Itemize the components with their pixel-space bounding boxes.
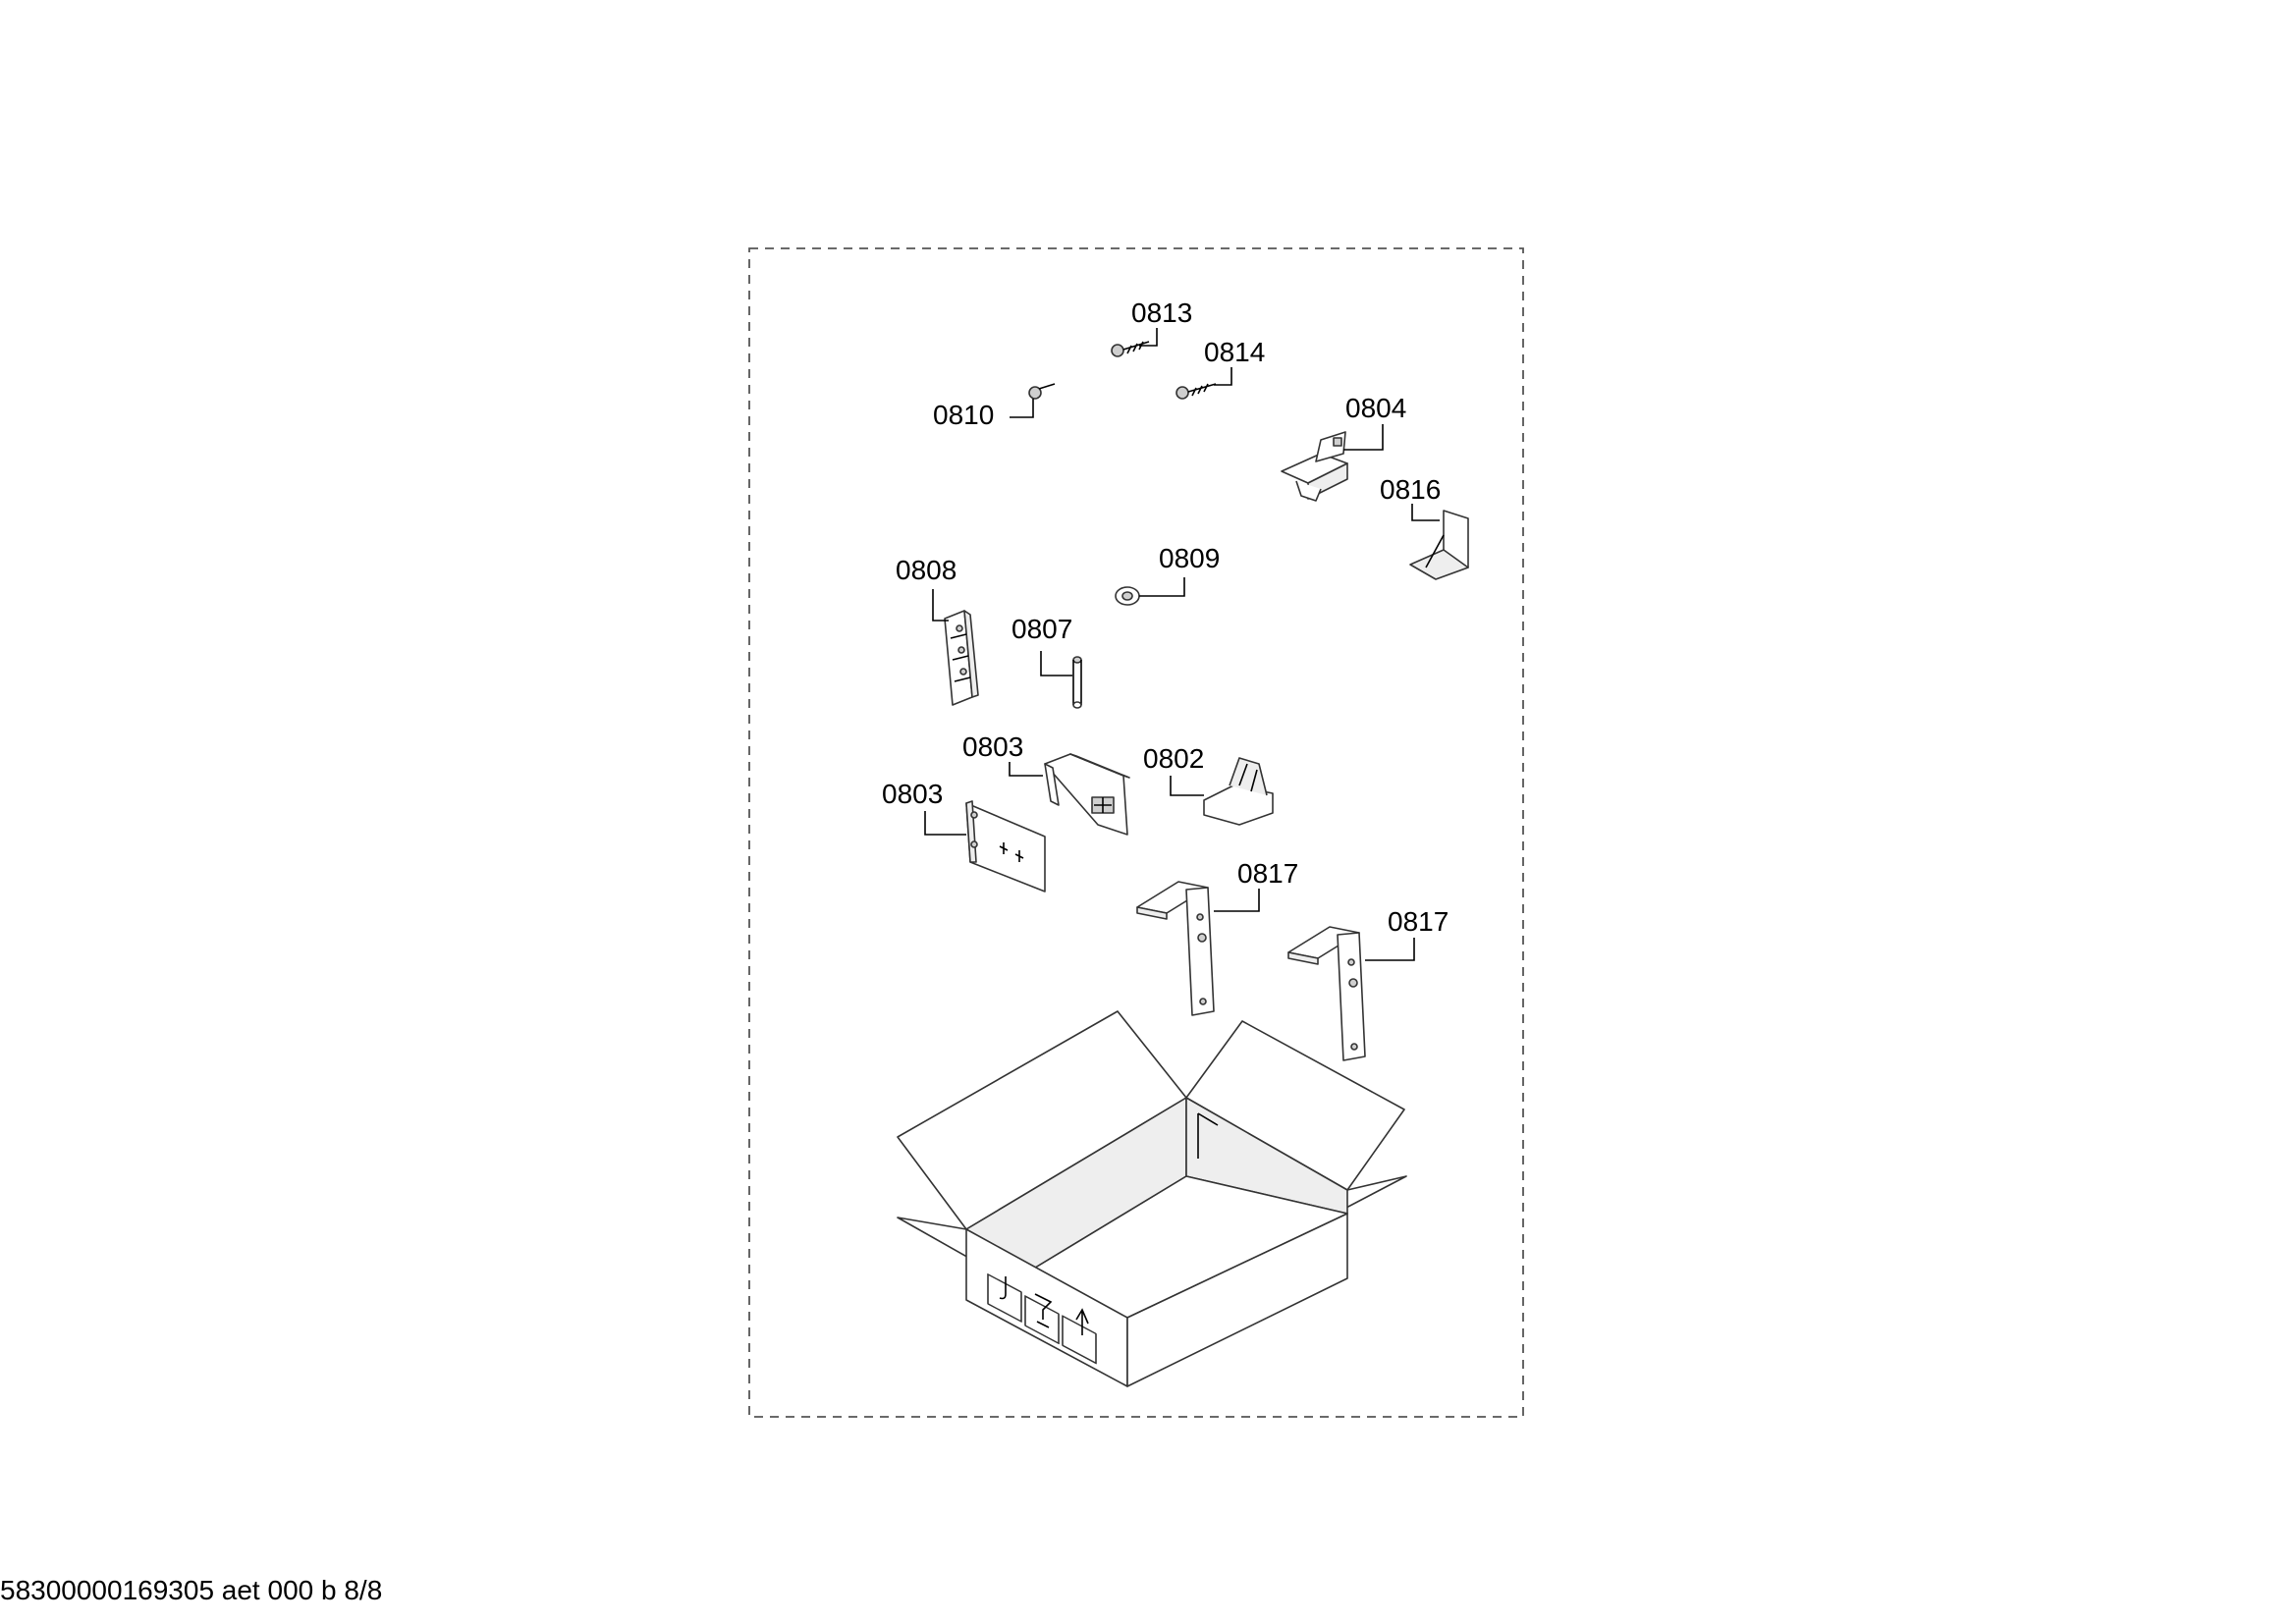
leader-0810 [1010, 399, 1034, 418]
label-0813: 0813 [1131, 298, 1192, 328]
label-0814: 0814 [1204, 337, 1265, 367]
part-0816-angle-bracket[interactable] [1409, 510, 1469, 580]
part-0817-long-bracket-right[interactable] [1287, 926, 1366, 1061]
part-0804-hinge[interactable] [1281, 431, 1348, 502]
part-0809-nut[interactable] [1115, 586, 1140, 606]
label-0803b: 0803 [882, 779, 943, 809]
part-0814-screw[interactable] [1175, 383, 1217, 400]
label-0802: 0802 [1143, 743, 1204, 774]
label-0817a: 0817 [1237, 858, 1298, 889]
document-id-footer: 58300000169305 aet 000 b 8/8 [0, 1575, 383, 1605]
label-0808: 0808 [896, 555, 957, 585]
leader-0808 [932, 589, 949, 622]
label-0807: 0807 [1011, 614, 1072, 644]
leader-0814 [1214, 367, 1232, 386]
leader-0803b [924, 811, 966, 836]
label-0816: 0816 [1380, 474, 1441, 505]
assembly-frame [748, 247, 1524, 1418]
part-0808-vertical-bracket[interactable] [944, 610, 979, 706]
leader-0802 [1170, 776, 1204, 796]
part-0807-pin[interactable] [1072, 656, 1082, 709]
leader-0813 [1139, 328, 1158, 347]
leader-0817a [1214, 889, 1260, 912]
part-0803-mounting-plate[interactable] [965, 800, 1046, 893]
label-0810: 0810 [933, 400, 994, 430]
part-0802-block[interactable] [1203, 757, 1274, 826]
part-0813-screw[interactable] [1111, 341, 1150, 357]
label-0817b: 0817 [1388, 906, 1449, 937]
leader-0803a [1009, 762, 1043, 777]
label-0809: 0809 [1159, 543, 1220, 573]
label-0803a: 0803 [962, 731, 1023, 762]
label-0804: 0804 [1345, 393, 1406, 423]
part-0803-bracket-upper[interactable] [1044, 753, 1130, 836]
leader-0807 [1040, 651, 1072, 676]
leader-0816 [1411, 504, 1440, 521]
open-cardboard-box [897, 1010, 1407, 1387]
part-0817-long-bracket-left[interactable] [1136, 881, 1215, 1016]
leader-0817b [1365, 938, 1415, 961]
leader-0809 [1139, 577, 1185, 597]
leader-0804 [1343, 424, 1384, 451]
part-0810-screw[interactable] [1028, 383, 1056, 400]
